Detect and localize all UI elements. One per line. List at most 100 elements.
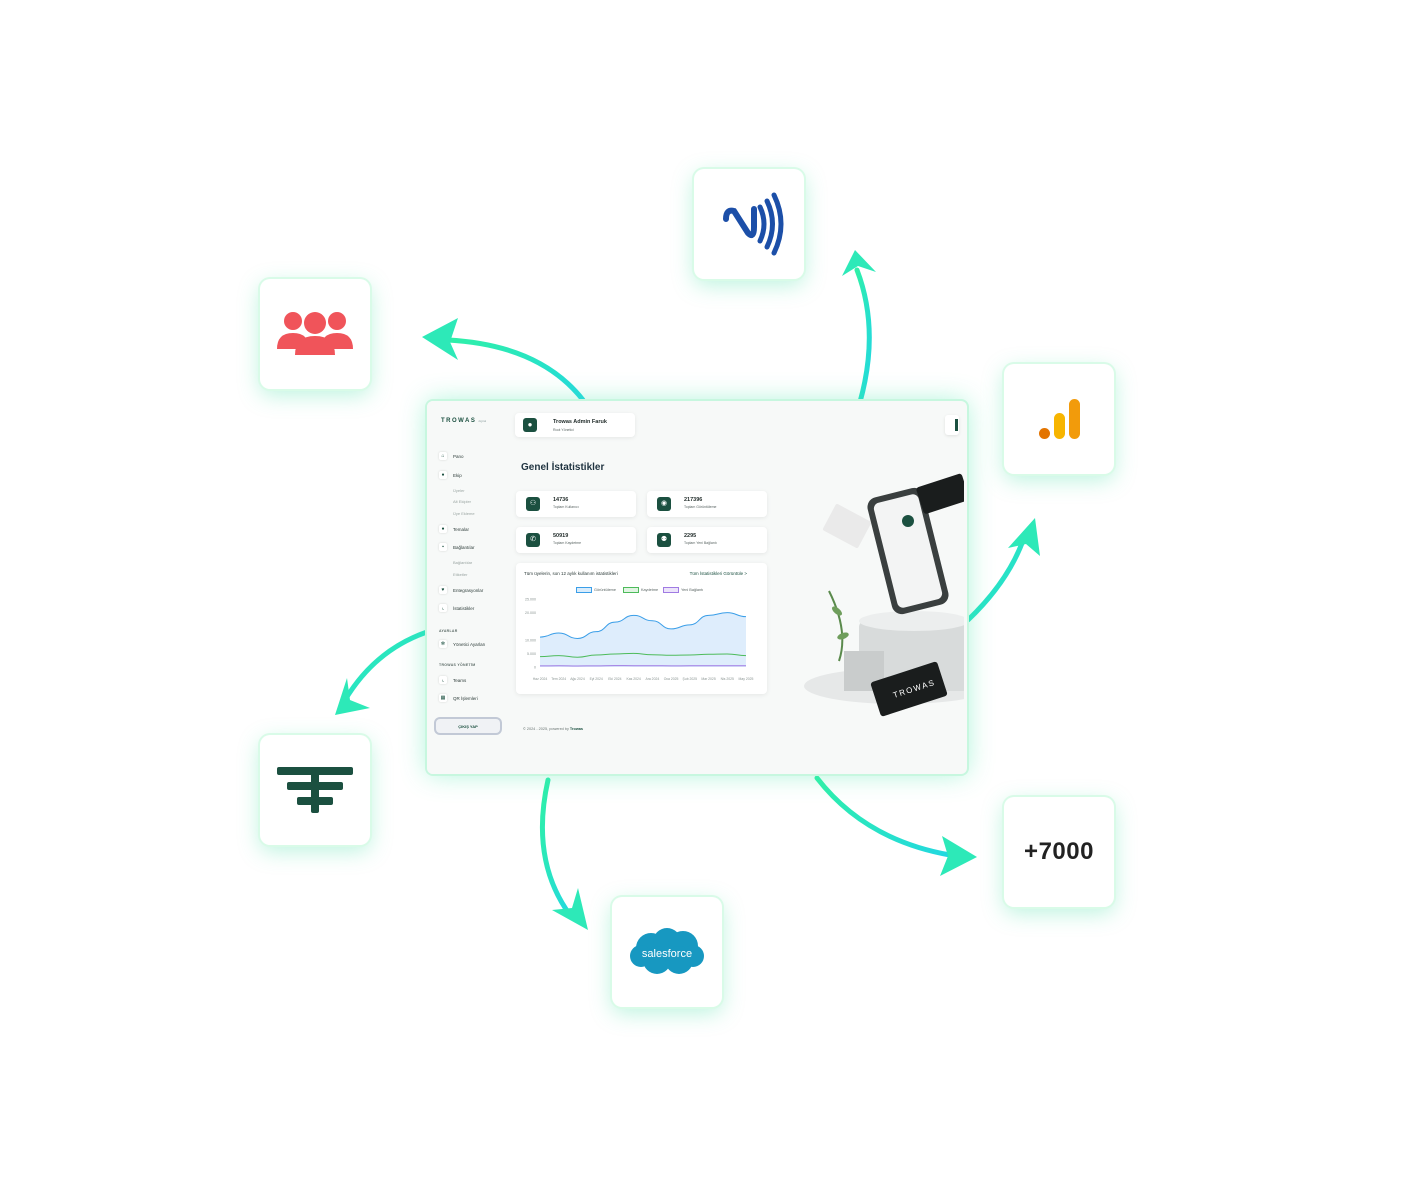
sidebar-item-baglantilar[interactable]: ▪Bağlantılar bbox=[439, 543, 475, 551]
contacts-icon: ⚉ bbox=[657, 533, 671, 547]
phone-icon: ✆ bbox=[526, 533, 540, 547]
salesforce-tile[interactable]: salesforce bbox=[612, 897, 722, 1007]
sidebar-sub-uyeler[interactable]: Üyeler bbox=[453, 488, 465, 493]
x-tick-label: Tem 2024 bbox=[551, 677, 566, 681]
legend-label: Kaydetme bbox=[641, 588, 659, 592]
stat-value: 50919 bbox=[553, 533, 569, 539]
footer-brand: Trowas bbox=[569, 727, 584, 731]
nfc-tile[interactable] bbox=[694, 169, 804, 279]
stat-value: 14736 bbox=[553, 497, 569, 503]
stat-card-connections: ⚉ 2295 Toplam Yeni Bağlantı bbox=[647, 527, 767, 553]
trowas-logo-icon bbox=[277, 767, 353, 813]
sidebar-item-yonetici-ayarlari[interactable]: ✻ Yönetici Ayarları bbox=[439, 640, 485, 648]
page-title: Genel İstatistikler bbox=[521, 462, 605, 473]
users-tile[interactable] bbox=[260, 279, 370, 389]
x-tick-label: Kas 2024 bbox=[626, 677, 640, 681]
sidebar-item-istatistikler[interactable]: ⌞İstatistikler bbox=[439, 604, 474, 612]
logout-button[interactable]: ÇIKIŞ YAP bbox=[436, 719, 500, 733]
sidebar-item-qr[interactable]: ▦QR İşlemleri bbox=[439, 694, 478, 702]
sidebar-item-label: Yönetici Ayarları bbox=[453, 641, 486, 647]
grid-icon: ▦ bbox=[439, 694, 447, 702]
google-analytics-icon bbox=[1039, 399, 1080, 439]
person-icon: ● bbox=[439, 525, 447, 533]
stat-card-saves: ✆ 50919 Toplam Kaydetme bbox=[516, 527, 636, 553]
user-role: Root Yönetici bbox=[553, 428, 574, 432]
x-tick-label: Eyl 2024 bbox=[590, 677, 603, 681]
sidebar-item-label: Pano bbox=[453, 453, 464, 459]
legend-label: Görüntüleme bbox=[594, 588, 616, 592]
sidebar-item-label: Temalar bbox=[453, 526, 470, 532]
salesforce-icon: salesforce bbox=[630, 928, 704, 974]
y-tick-label: 25.000 bbox=[525, 598, 536, 602]
sidebar-sub-baglantilar[interactable]: Bağlantılar bbox=[453, 560, 473, 565]
sidebar-item-pano[interactable]: ⌂ Pano bbox=[439, 452, 464, 460]
legend-label: Yeni Bağlantı bbox=[681, 588, 704, 592]
sidebar-sub-uye-ekleme[interactable]: Üye Ekleme bbox=[453, 511, 475, 516]
series-area-goruntuleme bbox=[540, 612, 746, 667]
product-mockup-image: TROWAS bbox=[804, 473, 964, 717]
y-tick-label: 0 bbox=[534, 666, 536, 670]
google-analytics-tile[interactable] bbox=[1004, 364, 1114, 474]
brand-name: TROWAS bbox=[441, 418, 477, 424]
sidebar-item-teams[interactable]: ⌞Teams bbox=[439, 676, 466, 684]
view-all-stats-link[interactable]: Tüm İstatistikleri Görüntüle > bbox=[689, 571, 747, 576]
series-line-0 bbox=[539, 612, 747, 639]
sidebar-item-label: İstatistikler bbox=[453, 605, 475, 611]
x-tick-label: Ağu 2024 bbox=[570, 677, 585, 681]
legend-item-yeni-baglanti[interactable]: Yeni Bağlantı bbox=[663, 587, 703, 593]
sidebar-item-entegrasyonlar[interactable]: ♥ Entegrasyonlar bbox=[439, 586, 483, 594]
users-icon: ⚇ bbox=[526, 497, 540, 511]
stat-card-users: ⚇ 14736 Toplam Kullanıcı bbox=[516, 491, 636, 517]
stat-value: 2295 bbox=[684, 533, 697, 539]
link-icon: ▪ bbox=[439, 543, 447, 551]
stat-label: Toplam Yeni Bağlantı bbox=[684, 541, 717, 545]
users-icon bbox=[277, 312, 353, 355]
heart-icon: ♥ bbox=[439, 586, 447, 594]
home-icon: ⌂ bbox=[439, 452, 447, 460]
usage-chart-card: Tüm üyelerin, son 12 aylık kullanım ista… bbox=[516, 563, 767, 694]
copyright-text: © 2024 - 2025, powered by bbox=[523, 727, 569, 731]
x-tick-label: Şub 2025 bbox=[683, 677, 698, 681]
sidebar-sub-alt-ekipler[interactable]: Alt Ekipler bbox=[453, 499, 472, 504]
user-name: Trowas Admin Faruk bbox=[553, 419, 607, 425]
x-tick-label: Ara 2024 bbox=[645, 677, 659, 681]
avatar: ● bbox=[523, 418, 537, 432]
sidebar-item-label: Entegrasyonlar bbox=[453, 587, 484, 593]
sidebar-item-label: Ekip bbox=[453, 472, 462, 478]
sidebar-sub-etiketler[interactable]: Etiketler bbox=[453, 572, 468, 577]
integrations-count-tile[interactable]: +7000 bbox=[1004, 797, 1114, 907]
stat-label: Toplam Kullanıcı bbox=[553, 505, 579, 509]
y-tick-label: 5.000 bbox=[527, 652, 536, 656]
stat-label: Toplam Görüntüleme bbox=[684, 505, 717, 509]
brand-sub: digital bbox=[478, 419, 487, 423]
settings-heading: AYARLAR bbox=[439, 629, 458, 633]
sidebar-item-temalar[interactable]: ● Temalar bbox=[439, 525, 469, 533]
x-tick-label: Nis 2025 bbox=[721, 677, 734, 681]
x-tick-label: Mar 2025 bbox=[701, 677, 715, 681]
x-tick-label: Haz 2024 bbox=[533, 677, 548, 681]
menu-button[interactable] bbox=[945, 415, 959, 435]
gear-icon: ✻ bbox=[439, 640, 447, 648]
stat-card-views: ◉ 217396 Toplam Görüntüleme bbox=[647, 491, 767, 517]
trowas-tile[interactable] bbox=[260, 735, 370, 845]
user-icon: ● bbox=[439, 471, 447, 479]
chart-title: Tüm üyelerin, son 12 aylık kullanım ista… bbox=[524, 571, 618, 576]
series-line-1 bbox=[539, 652, 747, 658]
legend-item-kaydetme[interactable]: Kaydetme bbox=[623, 587, 658, 593]
legend-item-goruntuleme[interactable]: Görüntüleme bbox=[576, 587, 616, 593]
x-tick-label: Eki 2024 bbox=[608, 677, 621, 681]
user-card[interactable]: ● Trowas Admin Faruk Root Yönetici bbox=[515, 413, 635, 437]
x-tick-label: Oca 2025 bbox=[664, 677, 679, 681]
footer-copyright: © 2024 - 2025, powered by Trowas bbox=[523, 727, 583, 731]
eye-icon: ◉ bbox=[657, 497, 671, 511]
sidebar-item-ekip[interactable]: ● Ekip bbox=[439, 471, 462, 479]
chart-icon: ⌞ bbox=[439, 676, 447, 684]
x-tick-label: May 2025 bbox=[739, 677, 754, 681]
stat-label: Toplam Kaydetme bbox=[553, 541, 582, 545]
y-tick-label: 10.000 bbox=[525, 638, 536, 642]
